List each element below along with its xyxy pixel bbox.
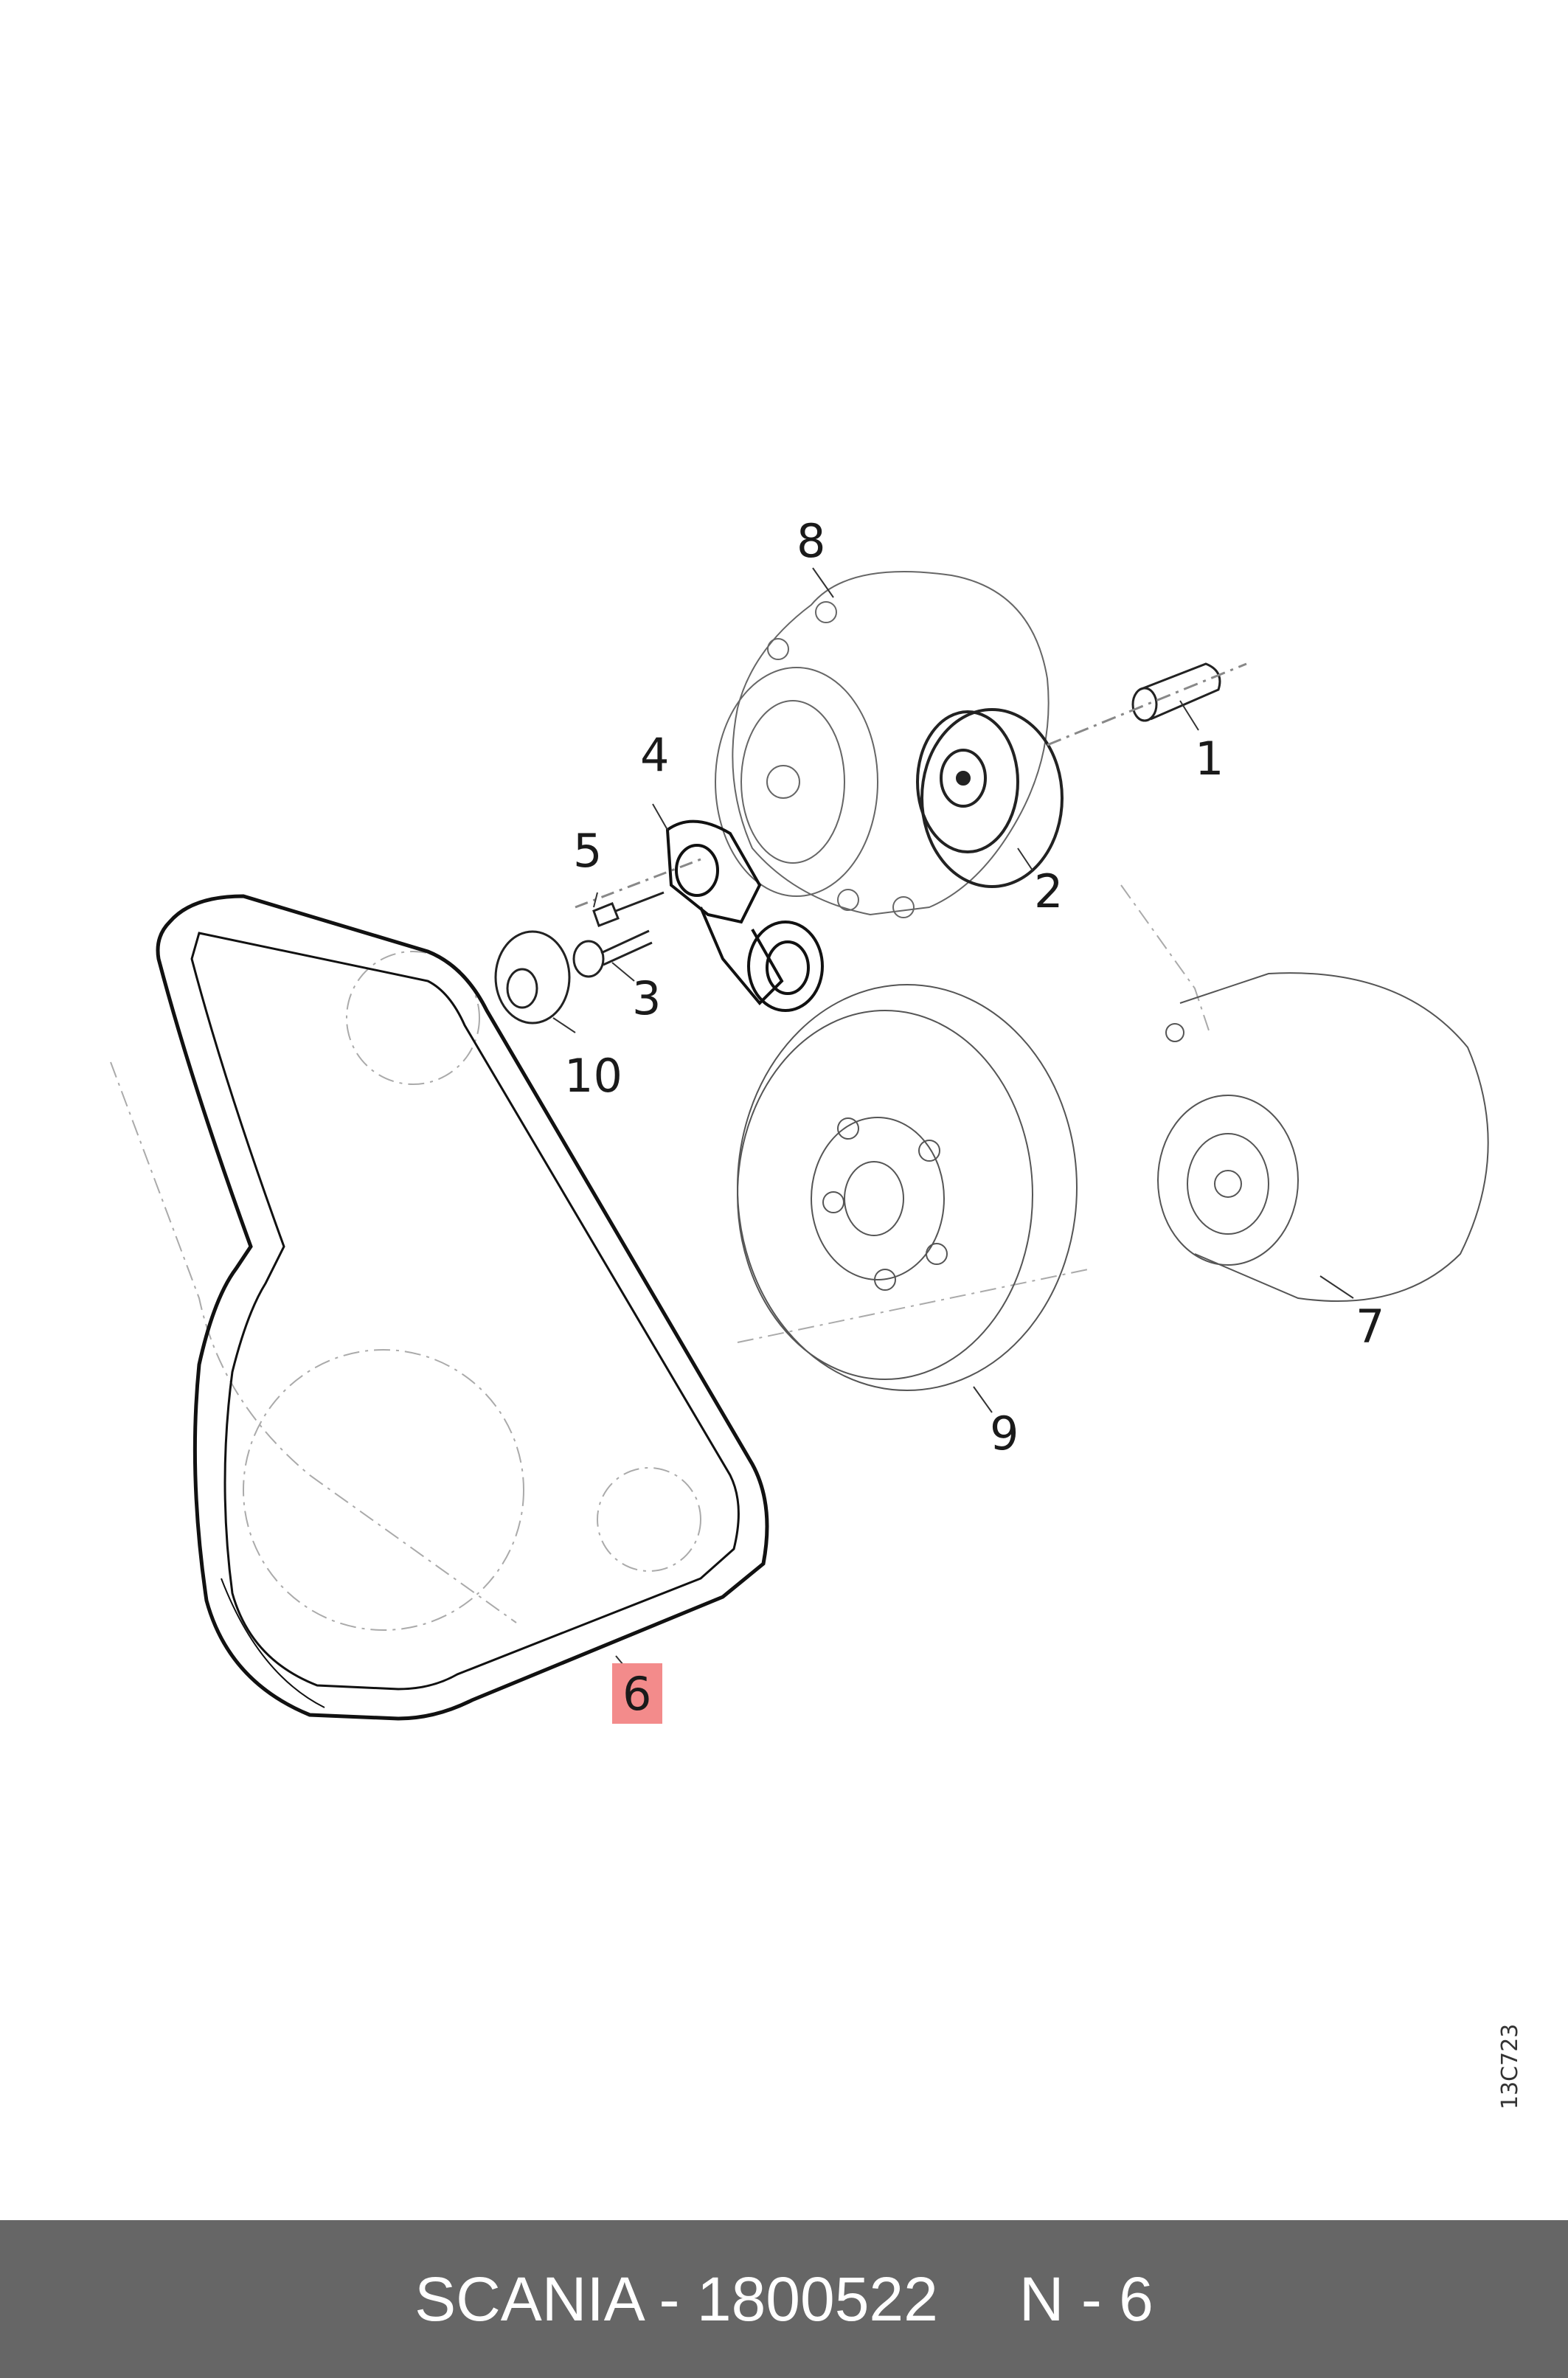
footer-bar: SCANIA - 1800522 N - 6 — [0, 2220, 1568, 2378]
callout-9: 9 — [990, 1407, 1019, 1460]
callout-4: 4 — [640, 728, 669, 782]
engine-outline — [110, 884, 1210, 1631]
drawing-code: 13C723 — [1497, 2023, 1523, 2110]
part-8-water-pump — [715, 571, 1050, 918]
callout-labels: 8 1 4 5 2 3 10 7 9 6 — [564, 514, 1384, 1721]
callout-5: 5 — [573, 824, 602, 878]
part-10-washer — [494, 930, 571, 1025]
callout-2: 2 — [1034, 864, 1063, 918]
exploded-parts-diagram: 8 1 4 5 2 3 10 7 9 6 — [110, 514, 1489, 1724]
callout-10: 10 — [564, 1049, 622, 1103]
part-4-tensioner — [665, 819, 824, 1012]
part-9-crank-pulley — [737, 984, 1078, 1391]
footer-brand-part: SCANIA - 1800522 — [414, 2264, 938, 2334]
callout-1: 1 — [1195, 732, 1224, 786]
leader-lines — [552, 567, 1354, 1679]
part-3-bolt — [572, 929, 653, 978]
callout-6: 6 — [622, 1667, 651, 1721]
callout-6-highlight — [612, 1663, 662, 1724]
footer-position: N - 6 — [1019, 2264, 1154, 2334]
callout-7: 7 — [1356, 1300, 1384, 1353]
part-2-idler-pulley — [916, 708, 1064, 888]
part-6-belt — [156, 894, 769, 1721]
part-1-sleeve — [1047, 662, 1247, 746]
part-5-bolt — [575, 858, 701, 927]
callout-8: 8 — [797, 514, 825, 568]
callout-3: 3 — [632, 971, 661, 1025]
part-7-alternator — [1157, 972, 1489, 1302]
